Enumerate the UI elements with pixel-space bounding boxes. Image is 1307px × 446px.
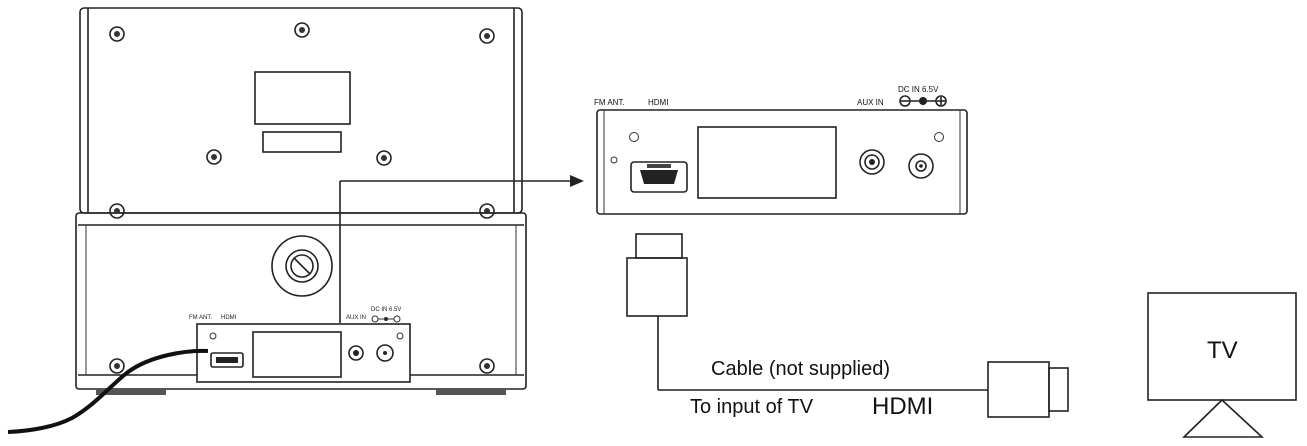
panel-window [697, 126, 837, 199]
hdmi-plug-body-tv-end [987, 361, 1050, 418]
aux-in-label: AUX IN [857, 98, 884, 107]
main-unit-upper-body [79, 7, 523, 214]
unit-hdmi-port [210, 352, 244, 368]
dc-in-label: DC IN 6.5V [898, 85, 939, 94]
unit-fm-ant-label: FM ANT. [189, 315, 212, 321]
fm-antenna-wire [7, 348, 209, 434]
screw-icon [376, 150, 392, 166]
unit-hdmi-label: HDMI [221, 315, 237, 321]
main-unit: FM ANT. HDMI AUX IN DC IN 6.5V [75, 7, 527, 395]
fm-ant-socket [610, 156, 618, 164]
unit-aux-in-label: AUX IN [346, 315, 366, 321]
cable-caption: Cable (not supplied) [711, 358, 890, 380]
panel-indicator [934, 132, 944, 142]
tv-label: TV [1207, 337, 1238, 364]
dc-in-jack-icon [908, 153, 934, 179]
dc-polarity-icon [899, 95, 947, 107]
screw-icon [294, 22, 310, 38]
screw-icon [109, 203, 125, 219]
foot [436, 389, 506, 395]
screw-icon [109, 358, 125, 374]
hdmi-cable [626, 233, 1069, 418]
hdmi-label: HDMI [648, 98, 668, 107]
hdmi-plug-tip [635, 233, 683, 259]
tv-input-caption: To input of TV HDMI [690, 393, 933, 420]
unit-dc-jack-icon [376, 344, 394, 362]
screw-icon [479, 203, 495, 219]
screw-icon [479, 358, 495, 374]
panel-frame [596, 109, 968, 215]
unit-polarity-icon [371, 315, 401, 323]
aux-in-jack-icon [859, 149, 885, 175]
unit-connector-window [252, 331, 342, 378]
unit-aux-jack-icon [348, 345, 364, 361]
hdmi-plug-tip-tv-end [1048, 367, 1069, 412]
panel-indicator [629, 132, 639, 142]
screw-icon [109, 26, 125, 42]
unit-dc-in-label: DC IN 6.5V [371, 307, 401, 313]
hdmi-port-icon [630, 161, 688, 193]
label-recess [254, 71, 351, 125]
tv-input-prefix: To input of TV [690, 396, 814, 418]
zoom-pointer [339, 175, 584, 323]
hdmi-plug-body [626, 257, 688, 317]
fm-ant-label: FM ANT. [594, 98, 625, 107]
screw-icon [206, 149, 222, 165]
tv-input-hdmi: HDMI [872, 393, 933, 420]
tv-icon: TV [1147, 292, 1297, 438]
screw-icon [479, 28, 495, 44]
main-unit-lower-body [75, 212, 527, 390]
label-slot [262, 131, 342, 153]
knob-icon [271, 235, 333, 297]
arrowhead-icon [570, 175, 584, 187]
tv-stand [1182, 398, 1265, 438]
connector-panel-detail: FM ANT. HDMI AUX IN DC IN 6.5V [594, 85, 968, 215]
foot [96, 389, 166, 395]
